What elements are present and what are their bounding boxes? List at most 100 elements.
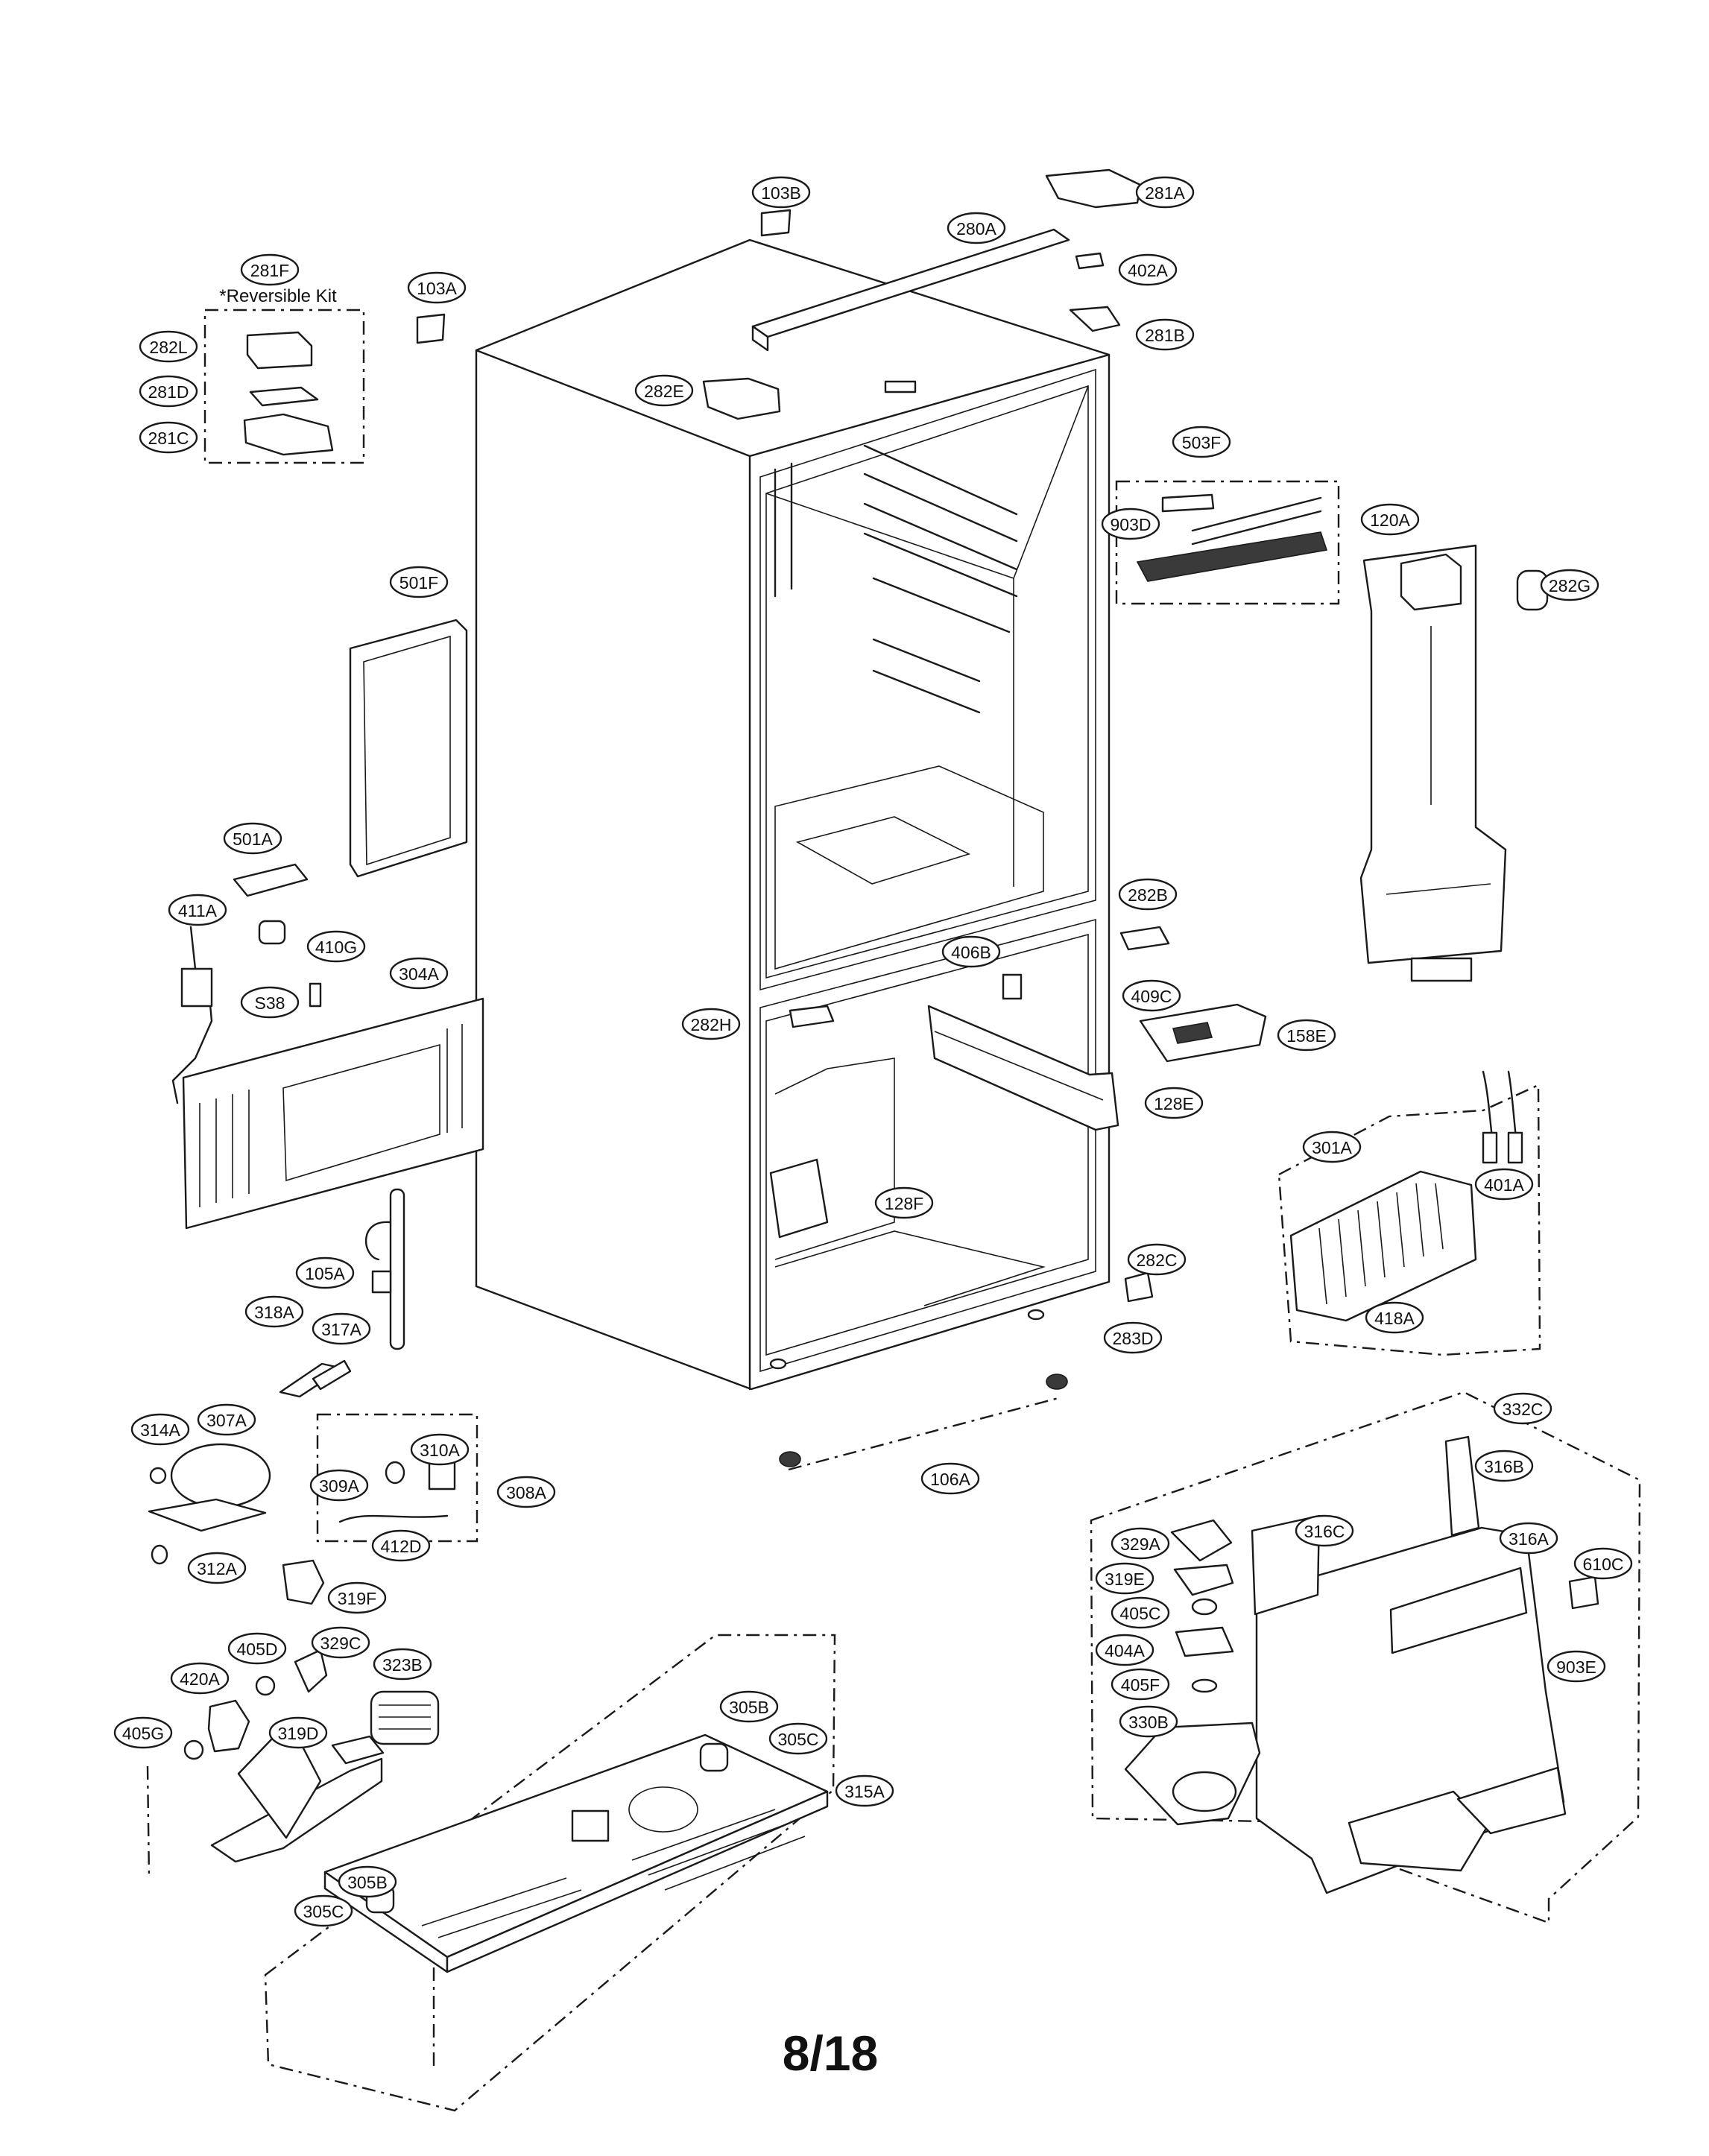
callout-label: 305B <box>729 1698 769 1717</box>
callout-bubble <box>941 935 1001 968</box>
callout-bubble <box>719 1690 779 1723</box>
callout-bubble <box>197 1403 256 1436</box>
callout-329a: 329A <box>1111 1527 1170 1560</box>
callout-bubble <box>1172 426 1231 458</box>
callout-label: 301A <box>1312 1138 1352 1157</box>
callout-158e: 158E <box>1277 1019 1336 1052</box>
callout-bubble <box>1135 318 1195 351</box>
callout-bubble <box>139 330 198 363</box>
callout-281c: 281C <box>139 421 198 454</box>
callout-bubble <box>170 1662 230 1695</box>
callout-610c: 610C <box>1573 1547 1633 1580</box>
callout-406b: 406B <box>941 935 1001 968</box>
callout-bubble <box>389 566 449 598</box>
callout-bubble <box>681 1008 741 1040</box>
callout-bubble <box>1499 1522 1558 1555</box>
callout-label: 319E <box>1105 1569 1145 1589</box>
callout-bubble <box>874 1186 934 1219</box>
callout-label: 307A <box>206 1411 247 1430</box>
callout-label: 332C <box>1503 1400 1544 1419</box>
callout-bubble <box>312 1312 371 1345</box>
fan-cover-332C <box>1090 1391 1641 1924</box>
callout-bubble <box>410 1433 470 1466</box>
callout-128e: 128E <box>1144 1087 1204 1119</box>
callout-bubble <box>268 1716 328 1749</box>
callout-label: S38 <box>255 993 285 1013</box>
callout-label: 312A <box>197 1559 237 1578</box>
callout-label: 105A <box>305 1264 345 1283</box>
callout-103b: 103B <box>751 176 811 209</box>
callout-label: 281A <box>1145 183 1185 203</box>
drawer-rail-128F <box>769 1158 829 1239</box>
drain-tube-105A <box>364 1188 405 1350</box>
callout-label: 501A <box>233 829 273 849</box>
callout-903e: 903E <box>1547 1650 1606 1683</box>
reversible-kit: *Reversible Kit <box>203 286 365 464</box>
callout-label: 316A <box>1509 1529 1549 1549</box>
callout-405c: 405C <box>1111 1596 1170 1629</box>
callout-label: 304A <box>399 964 439 984</box>
reversible-kit-note: *Reversible Kit <box>219 286 337 306</box>
callout-315a: 315A <box>835 1774 894 1807</box>
callout-bubble <box>187 1552 247 1584</box>
refrigerator-cabinet <box>475 238 1111 1391</box>
callout-503f: 503F <box>1172 426 1231 458</box>
callout-label: 103B <box>761 183 801 203</box>
base-plate-315A <box>264 1634 836 2112</box>
callout-bubble <box>139 421 198 454</box>
lamp-cover-158E <box>1139 1003 1267 1063</box>
callout-label: 405D <box>237 1640 278 1659</box>
callout-label: 314A <box>140 1420 180 1440</box>
callout-label: 281D <box>148 382 189 402</box>
callout-bubble <box>294 1894 353 1927</box>
callout-bubble <box>1573 1547 1633 1580</box>
callout-bubble <box>168 894 227 926</box>
callout-label: 103A <box>417 279 457 298</box>
callout-314a: 314A <box>130 1413 190 1446</box>
callout-bubble <box>371 1529 431 1562</box>
callout-283d: 283D <box>1103 1321 1163 1354</box>
callout-bubble <box>240 253 300 286</box>
callout-bubble <box>1127 1243 1187 1276</box>
callout-bubble <box>835 1774 894 1807</box>
callout-318a: 318A <box>244 1295 304 1328</box>
callout-bubble <box>373 1648 432 1681</box>
callout-319f: 319F <box>327 1581 387 1614</box>
callout-label: 323B <box>382 1655 423 1675</box>
callout-405f: 405F <box>1111 1668 1170 1701</box>
callout-label: 282C <box>1137 1251 1178 1270</box>
callout-label: 120A <box>1370 510 1410 530</box>
drawer-rails-128E <box>927 1005 1119 1131</box>
callout-bubble <box>768 1722 828 1755</box>
callout-label: 315A <box>844 1782 885 1801</box>
callout-404a: 404A <box>1095 1634 1154 1666</box>
callout-bubble <box>1295 1514 1354 1547</box>
leveling-feet-106A <box>769 1309 1068 1471</box>
callout-label: 316C <box>1304 1522 1345 1541</box>
callout-label: 282L <box>149 338 187 357</box>
callout-bubble <box>1103 1321 1163 1354</box>
callout-label: 128F <box>885 1194 923 1213</box>
callout-label: 316B <box>1484 1457 1524 1476</box>
callout-s38: S38 <box>240 986 300 1019</box>
callout-310a: 310A <box>410 1433 470 1466</box>
callout-282h: 282H <box>681 1008 741 1040</box>
callout-label: 282G <box>1549 576 1590 595</box>
callout-bubble <box>634 374 694 407</box>
callout-bubble <box>306 930 366 963</box>
callout-412d: 412D <box>371 1529 431 1562</box>
callout-label: 317A <box>321 1320 361 1339</box>
sensor-318A-317A <box>279 1359 352 1398</box>
callout-label: 405G <box>122 1724 164 1743</box>
callout-label: 106A <box>930 1470 970 1489</box>
callout-bubble <box>1365 1301 1424 1334</box>
callout-282g: 282G <box>1540 569 1599 601</box>
callout-bubble <box>1118 878 1178 911</box>
callout-281f: 281F <box>240 253 300 286</box>
compressor-307A <box>148 1443 271 1565</box>
callout-128f: 128F <box>874 1186 934 1219</box>
callout-bubble <box>389 957 449 990</box>
callout-bubble <box>327 1581 387 1614</box>
top-hinge-cover <box>416 168 1142 420</box>
